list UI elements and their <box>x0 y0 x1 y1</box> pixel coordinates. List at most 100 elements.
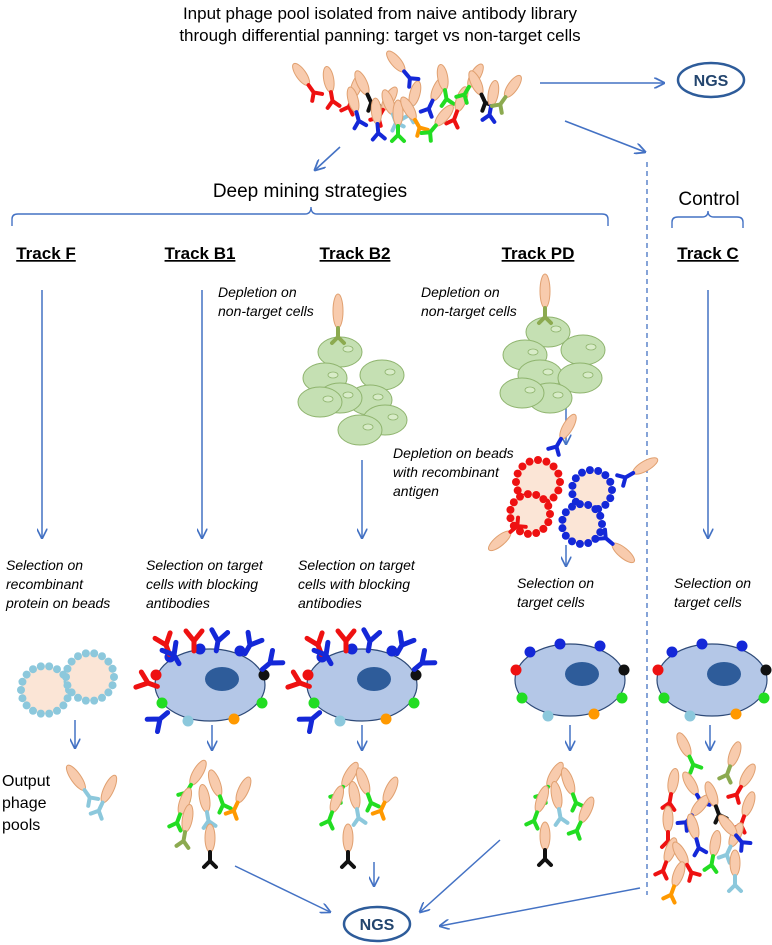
phage <box>615 457 659 488</box>
bead-antigen <box>554 469 563 478</box>
phage <box>174 803 194 850</box>
phage <box>198 783 218 830</box>
antigen-beads <box>17 413 659 718</box>
phage <box>487 515 528 552</box>
phage-body <box>727 741 742 767</box>
phage-fab <box>546 436 563 457</box>
antigen-bead <box>506 490 554 538</box>
phage-body <box>534 785 550 813</box>
track-f-label: Track F <box>16 244 76 263</box>
phage-fab <box>217 794 233 815</box>
antibody-arms <box>183 628 205 654</box>
target-cells <box>133 627 772 735</box>
cell-nucleus <box>372 393 384 401</box>
bead-antigen <box>568 481 577 490</box>
phage-fab <box>727 874 743 893</box>
bead-antigen <box>45 709 54 718</box>
bead-antigen <box>532 529 541 538</box>
phage-body <box>342 823 354 853</box>
phage-fab <box>325 90 342 110</box>
ngs-label-top: NGS <box>694 73 729 90</box>
surface-antigen <box>256 697 268 709</box>
bead-antigen <box>18 677 27 686</box>
phage <box>330 293 346 345</box>
phage-fab <box>402 69 421 89</box>
phage-fab <box>566 820 583 841</box>
arrow-to-strategies <box>315 146 341 170</box>
bead-core <box>562 504 602 544</box>
arrow-to-control <box>564 120 645 152</box>
target-cell <box>510 638 630 722</box>
bead-antigen <box>513 486 522 495</box>
bead-antigen <box>108 664 117 673</box>
phage-particles <box>65 732 756 905</box>
phage-fab <box>726 784 743 805</box>
phage <box>702 829 722 874</box>
phage-fab <box>413 117 430 138</box>
antigen-bead <box>558 500 606 548</box>
ngs-label-bottom: NGS <box>360 917 395 934</box>
cell-body <box>499 377 545 409</box>
bead-antigen <box>598 520 606 528</box>
bead-antigen <box>90 696 99 705</box>
phage-fab <box>88 800 105 821</box>
bead-antigen <box>506 514 515 523</box>
bead-antigen <box>90 649 99 658</box>
surface-antigen <box>150 669 162 681</box>
bead-antigen <box>36 709 45 718</box>
phage-fab <box>444 109 460 130</box>
surface-antigen <box>258 669 270 681</box>
phage-fab <box>319 810 335 831</box>
cell-body <box>525 316 571 348</box>
phage-fab <box>537 848 553 867</box>
bead-antigen <box>539 495 548 504</box>
phage-body <box>322 65 335 93</box>
cell-nucleus <box>342 391 354 399</box>
phage <box>676 732 704 775</box>
surface-antigen <box>516 692 528 704</box>
non-target-cell <box>337 414 383 446</box>
surface-antigen <box>684 710 696 722</box>
surface-antigen <box>182 715 194 727</box>
phage-fab <box>439 88 456 108</box>
phage-fab <box>716 844 733 865</box>
phage-fab <box>685 862 702 883</box>
phage-fab <box>595 527 615 546</box>
surface-antigen <box>542 710 554 722</box>
phage <box>340 823 356 869</box>
antibody-arms <box>361 627 383 654</box>
phage <box>660 767 680 812</box>
phage <box>400 96 430 138</box>
cell-nucleus <box>384 368 396 376</box>
bead-antigen <box>556 478 564 486</box>
blocking-antibody <box>361 627 383 654</box>
cell-nucleus <box>322 395 334 403</box>
bead-antigen <box>98 693 106 702</box>
track-b2-label: Track B2 <box>320 244 391 263</box>
phage <box>489 74 522 115</box>
phage-body <box>539 273 551 309</box>
ngs-node-top: NGS <box>676 61 746 99</box>
surface-antigen <box>510 664 522 676</box>
strategies-brace <box>11 206 609 226</box>
surface-antigen <box>594 640 606 652</box>
bead-antigen <box>568 490 577 499</box>
phage-body <box>189 759 207 786</box>
phage <box>88 774 118 821</box>
phage-body <box>204 823 216 853</box>
phage-fab <box>692 837 709 858</box>
target-cell <box>652 638 772 722</box>
phage-fab <box>202 850 218 869</box>
bead-antigen <box>518 462 527 471</box>
bead-antigen <box>601 500 610 509</box>
bead-antigen <box>523 529 532 538</box>
bead-antigen <box>516 527 524 536</box>
phage-body <box>198 783 211 813</box>
blocking-antibody <box>335 628 357 654</box>
header-line-1: Input phage pool isolated from naive ant… <box>183 4 578 23</box>
bead-antigen <box>22 701 31 710</box>
target-cell-nucleus <box>707 662 741 686</box>
bead-antigen <box>546 510 554 518</box>
